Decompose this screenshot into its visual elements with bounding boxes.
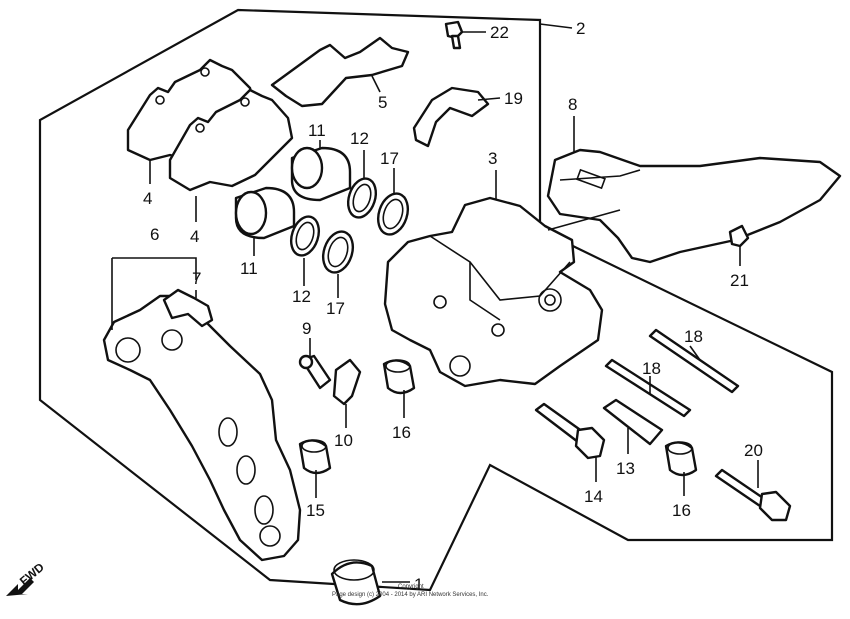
- dust-boot-upper: [376, 192, 410, 236]
- pin-boot-15: [298, 439, 332, 475]
- slide-pin-upper: [648, 328, 740, 394]
- fwd-label: FWD: [17, 560, 47, 589]
- cover-bolt: [728, 224, 750, 248]
- callout-10: 10: [334, 431, 353, 450]
- piston-seal-upper: [346, 177, 378, 219]
- copyright-line-2: Page design (c) 2004 - 2014 by ARI Netwo…: [332, 592, 489, 598]
- callout-5: 5: [378, 93, 387, 112]
- callout-16-right: 16: [672, 501, 691, 520]
- callout-16-left: 16: [392, 423, 411, 442]
- piston-seal-lower: [289, 215, 321, 257]
- caliper-bolt: [714, 468, 792, 522]
- callout-11-upper: 11: [308, 121, 326, 140]
- callout-21: 21: [730, 271, 749, 290]
- pad-spring: [270, 36, 410, 108]
- callout-11-lower: 11: [240, 259, 258, 278]
- callout-3: 3: [488, 149, 497, 168]
- bleeder-valve: [298, 354, 332, 390]
- callout-12-lower: 12: [292, 287, 311, 306]
- callout-18-lower: 18: [642, 359, 661, 378]
- callout-14: 14: [584, 487, 603, 506]
- callout-4-upper: 4: [143, 189, 152, 208]
- callout-labels: 2 22 19 5 8 11 12 17 3 4 4 6 7 11 12 17 …: [143, 19, 763, 594]
- pin-bolt: [534, 402, 606, 460]
- caliper-body: [383, 196, 604, 388]
- pin-boot-16a: [382, 359, 416, 395]
- axle-collar: [330, 559, 382, 606]
- slide-pin-lower: [604, 358, 692, 418]
- callout-2: 2: [576, 19, 585, 38]
- callout-17-lower: 17: [326, 299, 345, 318]
- callout-1: 1: [414, 575, 423, 594]
- caliper-cover: [546, 148, 842, 264]
- callout-15: 15: [306, 501, 325, 520]
- callout-22: 22: [490, 23, 509, 42]
- brake-pad-lower: [168, 88, 294, 192]
- dust-boot-lower: [321, 230, 355, 274]
- callout-4-lower: 4: [190, 227, 199, 246]
- callout-6: 6: [150, 225, 159, 244]
- callout-12-upper: 12: [350, 129, 369, 148]
- callout-13: 13: [616, 459, 635, 478]
- pad-retainer: [162, 288, 214, 328]
- callout-8: 8: [568, 95, 577, 114]
- pin-boot-16b: [664, 441, 698, 477]
- bleeder-cap: [332, 358, 362, 406]
- forward-arrow: FWD: [6, 560, 47, 596]
- caliper-bracket: [102, 294, 302, 562]
- leader-lines: [111, 23, 759, 583]
- pin-sleeve: [602, 398, 664, 446]
- hose-clamp: [412, 86, 490, 148]
- callout-7: 7: [192, 269, 201, 288]
- callout-19: 19: [504, 89, 523, 108]
- clamp-bolt: [444, 20, 464, 50]
- callout-17-upper: 17: [380, 149, 399, 168]
- callout-9: 9: [302, 319, 311, 338]
- piston-lower: [234, 186, 296, 240]
- piston-upper: [290, 146, 352, 202]
- callout-18-upper: 18: [684, 327, 703, 346]
- assembly-frame: [38, 8, 834, 592]
- copyright-line-1: Copyright: [398, 584, 424, 590]
- callout-20: 20: [744, 441, 763, 460]
